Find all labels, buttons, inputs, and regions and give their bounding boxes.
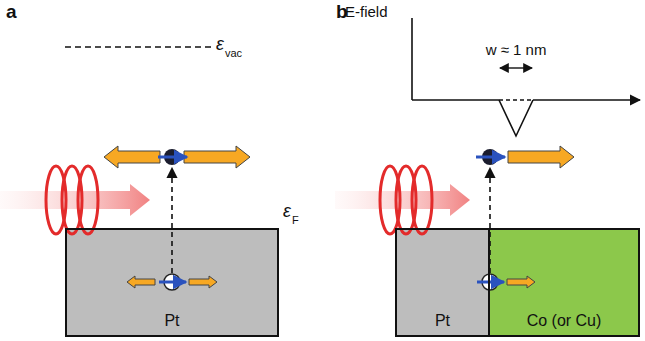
field-profile: [499, 100, 533, 136]
energy-symbol: ε: [283, 202, 291, 222]
vacuum-level-line: [65, 46, 212, 48]
box-fill: [488, 228, 640, 337]
axis: [533, 99, 640, 101]
material-name: Pt: [164, 312, 179, 330]
spin-arrow: [477, 281, 504, 284]
polarized-light-ring: [78, 166, 98, 234]
spin-current-arrow: [508, 146, 574, 168]
spin-current-arrow: [127, 276, 155, 288]
excitation-arrow: [171, 168, 173, 273]
panel-letter: a: [6, 2, 17, 23]
metal-layer: Co (or Cu): [488, 228, 640, 337]
light-beam: [0, 184, 150, 216]
spin-arrow: [476, 156, 505, 159]
spin-current-arrow: [189, 276, 217, 288]
axis: [411, 18, 413, 100]
spin-current-arrow: [184, 146, 250, 168]
axis: [499, 99, 533, 100]
box-fill: [395, 228, 490, 337]
width-arrow: [500, 67, 532, 68]
axis: [412, 99, 499, 101]
light-beam: [335, 184, 470, 216]
spin-arrow: [158, 156, 187, 159]
material-name: Co (or Cu): [527, 312, 602, 330]
spin-current-arrow: [104, 146, 160, 168]
axis-label: E-field: [345, 4, 388, 21]
energy-symbol: ε: [216, 35, 224, 55]
material-name: Pt: [435, 312, 450, 330]
dimension-label: w ≈ 1 nm: [486, 42, 547, 59]
metal-layer: Pt: [395, 228, 490, 337]
spin-current-arrow: [507, 276, 535, 288]
spin-arrow: [159, 281, 186, 284]
metal-layer: Pt: [65, 228, 279, 337]
polarized-light-ring: [412, 166, 432, 234]
energy-subscript: F: [292, 214, 299, 226]
energy-subscript: vac: [225, 47, 242, 59]
